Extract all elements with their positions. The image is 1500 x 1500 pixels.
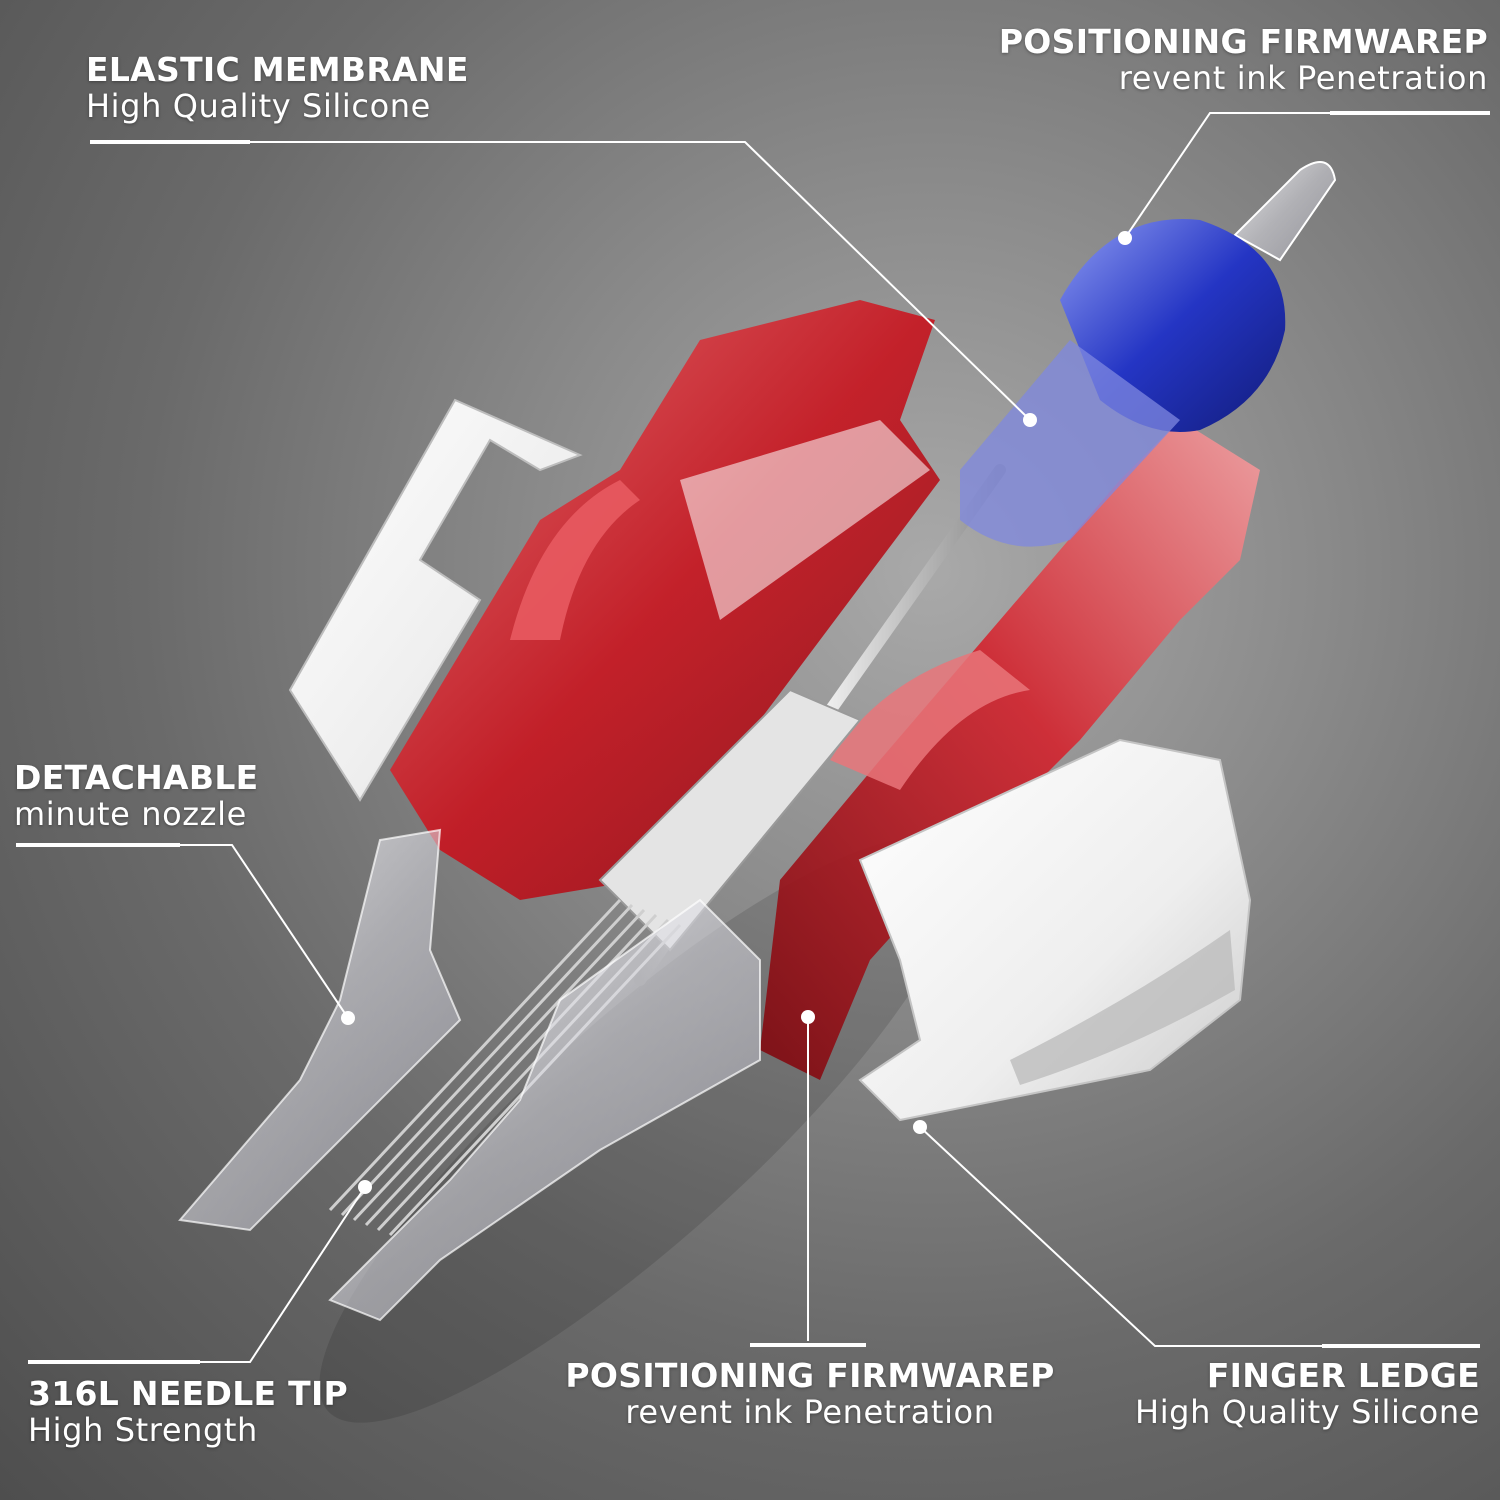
callout-subtitle: High Strength: [28, 1410, 258, 1449]
callout-subtitle: revent ink Penetration: [1118, 58, 1488, 97]
right-red-arc: [830, 650, 1030, 790]
leader-underlines: [16, 111, 1490, 1364]
callout-detachable: DETACHABLE minute nozzle: [14, 758, 259, 833]
left-clear-nozzle: [178, 828, 462, 1232]
callout-positioning-bottom: POSITIONING FIRMWAREP revent ink Penetra…: [560, 1356, 1060, 1431]
left-white-grip: [288, 398, 583, 802]
clear-plunger-tip: [1233, 161, 1337, 262]
blue-cap-body: [960, 340, 1180, 547]
callout-title: POSITIONING FIRMWAREP: [565, 1356, 1055, 1395]
leader-dots: [341, 231, 1132, 1194]
callout-title: ELASTIC MEMBRANE: [86, 50, 469, 89]
callout-title: FINGER LEDGE: [1206, 1356, 1480, 1395]
callout-title: POSITIONING FIRMWAREP: [998, 22, 1488, 61]
callout-positioning-top: POSITIONING FIRMWAREP revent ink Penetra…: [998, 22, 1488, 97]
left-red-tube-highlight: [680, 420, 930, 620]
callout-subtitle: revent ink Penetration: [625, 1392, 995, 1431]
right-clear-nozzle: [328, 898, 761, 1322]
left-red-arc: [510, 480, 640, 640]
callout-subtitle: minute nozzle: [14, 794, 247, 833]
callout-elastic-membrane: ELASTIC MEMBRANE High Quality Silicone: [86, 50, 469, 125]
callout-subtitle: High Quality Silicone: [86, 86, 431, 125]
finger-ledge-texture: [1010, 930, 1235, 1085]
callout-title: DETACHABLE: [14, 758, 259, 797]
callout-finger-ledge: FINGER LEDGE High Quality Silicone: [1135, 1356, 1480, 1431]
callout-subtitle: High Quality Silicone: [1135, 1392, 1480, 1431]
callout-title: 316L NEEDLE TIP: [28, 1374, 349, 1413]
callout-needle-tip: 316L NEEDLE TIP High Strength: [28, 1374, 349, 1449]
